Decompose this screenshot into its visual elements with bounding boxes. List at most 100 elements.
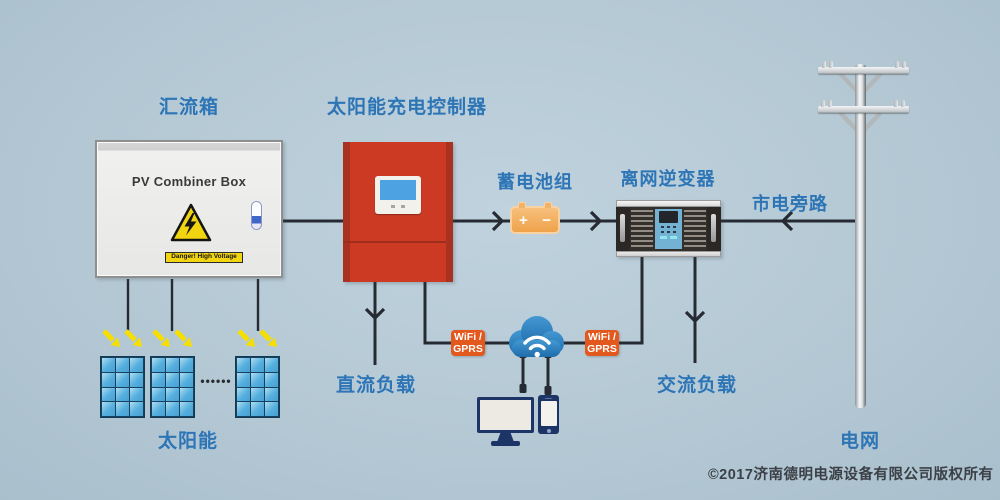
solar-cell <box>180 387 193 402</box>
solar-cell <box>265 402 278 416</box>
label-utility-bypass: 市电旁路 <box>752 194 828 214</box>
controller-seam <box>343 241 453 243</box>
inverter-body <box>616 207 721 251</box>
controller-screen <box>380 180 416 200</box>
inverter-endcap <box>707 207 721 251</box>
solar-cell <box>265 387 278 402</box>
inverter-control-panel <box>655 209 682 249</box>
solar-cell <box>130 372 143 387</box>
insulator-icon <box>901 100 905 107</box>
solar-cell <box>265 372 278 387</box>
battery-terminal <box>518 202 526 208</box>
solar-cell <box>237 387 250 402</box>
solar-cell <box>251 372 264 387</box>
battery-terminal <box>544 202 552 208</box>
label-dc-load: 直流负载 <box>335 375 416 396</box>
label-solar: 太阳能 <box>157 431 218 452</box>
combiner-box-title: PV Combiner Box <box>131 174 247 189</box>
solar-panel <box>100 356 145 418</box>
solar-cell <box>116 387 129 402</box>
copyright-text: ©2017济南德明电源设备有限公司版权所有 <box>708 467 994 483</box>
solar-cell <box>166 358 179 372</box>
cloud-icon <box>504 314 567 361</box>
label-combiner-box: 汇流箱 <box>158 97 219 118</box>
controller-buttons <box>375 205 421 208</box>
door-handle-icon <box>251 201 262 230</box>
insulator-icon <box>828 100 832 107</box>
battery-negative-sign: − <box>542 211 551 229</box>
wifi-badge-line1: WiFi / <box>454 330 482 343</box>
label-grid: 电网 <box>839 431 880 452</box>
insulator-icon <box>821 100 825 107</box>
battery-positive-sign: + <box>519 211 528 229</box>
inverter-buttons <box>661 226 676 228</box>
inverter-indicators <box>660 236 677 239</box>
wifi-badge-line1: WiFi / <box>588 330 616 343</box>
solar-cell <box>116 358 129 372</box>
phone-screen <box>540 401 557 426</box>
solar-cell <box>116 372 129 387</box>
solar-cell <box>237 358 250 372</box>
solar-cell <box>130 402 143 416</box>
high-voltage-warning-icon <box>170 203 212 242</box>
wifi-gprs-badge-right: WiFi / GPRS <box>585 330 619 356</box>
inverter-top-band <box>616 200 721 207</box>
solar-cell <box>237 402 250 416</box>
pole-crossarm <box>818 67 909 74</box>
solar-cell <box>251 358 264 372</box>
inverter-endcap <box>616 207 630 251</box>
inverter-screen <box>659 211 678 223</box>
inverter-vent <box>684 210 706 248</box>
insulator-icon <box>894 100 898 107</box>
danger-high-voltage-label: Danger! High Voltage <box>165 252 243 263</box>
solar-cell <box>130 358 143 372</box>
insulator-icon <box>829 61 833 68</box>
solar-cell <box>251 402 264 416</box>
wifi-badge-line2: GPRS <box>587 343 617 355</box>
insulator-icon <box>822 61 826 68</box>
solar-cell <box>180 372 193 387</box>
insulator-icon <box>902 61 906 68</box>
solar-panel <box>150 356 195 418</box>
pole-crossarm <box>818 106 909 113</box>
solar-cell <box>180 358 193 372</box>
solar-cell <box>237 372 250 387</box>
solar-cell <box>102 387 115 402</box>
solar-cell <box>166 387 179 402</box>
label-charge-controller: 太阳能充电控制器 <box>326 97 487 118</box>
inverter-vent <box>631 210 653 248</box>
pv-combiner-box: PV Combiner Box Danger! High Voltage <box>95 140 283 278</box>
phone-home-button <box>546 428 551 433</box>
flow-arrow-icon <box>364 210 794 324</box>
wifi-icon <box>523 335 551 351</box>
monitor-stand <box>497 432 514 442</box>
monitor-base <box>491 441 520 446</box>
solar-cell <box>166 402 179 416</box>
solar-cell <box>116 402 129 416</box>
solar-cell <box>152 372 165 387</box>
off-grid-inverter <box>616 200 721 257</box>
utility-pole <box>855 64 866 408</box>
wifi-gprs-badge-left: WiFi / GPRS <box>451 330 485 356</box>
label-battery-pack: 蓄电池组 <box>497 172 573 192</box>
solar-charge-controller <box>343 142 453 282</box>
phone-speaker <box>545 397 552 399</box>
solar-cell <box>180 402 193 416</box>
monitor-icon <box>477 397 534 433</box>
inverter-buttons <box>661 231 676 233</box>
solar-cell <box>166 372 179 387</box>
solar-cell <box>152 358 165 372</box>
solar-cell <box>251 387 264 402</box>
controller-display <box>375 176 421 214</box>
solar-cell <box>102 372 115 387</box>
smartphone-icon <box>538 395 559 434</box>
solar-cell <box>152 387 165 402</box>
solar-cell <box>265 358 278 372</box>
sun-ray-arrow-icon <box>102 329 277 347</box>
wifi-badge-line2: GPRS <box>453 343 483 355</box>
insulator-icon <box>895 61 899 68</box>
solar-cell <box>152 402 165 416</box>
label-ac-load: 交流负载 <box>656 375 737 396</box>
solar-cell <box>130 387 143 402</box>
